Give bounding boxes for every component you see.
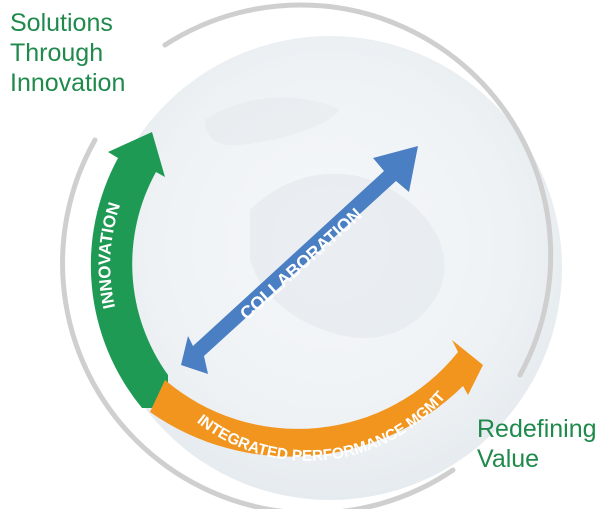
caption-solutions-through-innovation: Solutions Through Innovation [10,8,125,98]
continent-shape [250,173,445,338]
caption-line: Redefining [477,415,597,443]
caption-line: Through [10,39,104,67]
collaboration-arrow [181,146,418,374]
continent-shape [205,97,340,146]
caption-line: Value [477,445,540,473]
caption-redefining-value: Redefining Value [477,414,597,474]
innovation-arrow [90,132,168,408]
ring-arc-top [162,2,554,378]
performance-arrow [150,340,483,457]
caption-line: Solutions [10,9,113,37]
caption-line: Innovation [10,69,126,97]
